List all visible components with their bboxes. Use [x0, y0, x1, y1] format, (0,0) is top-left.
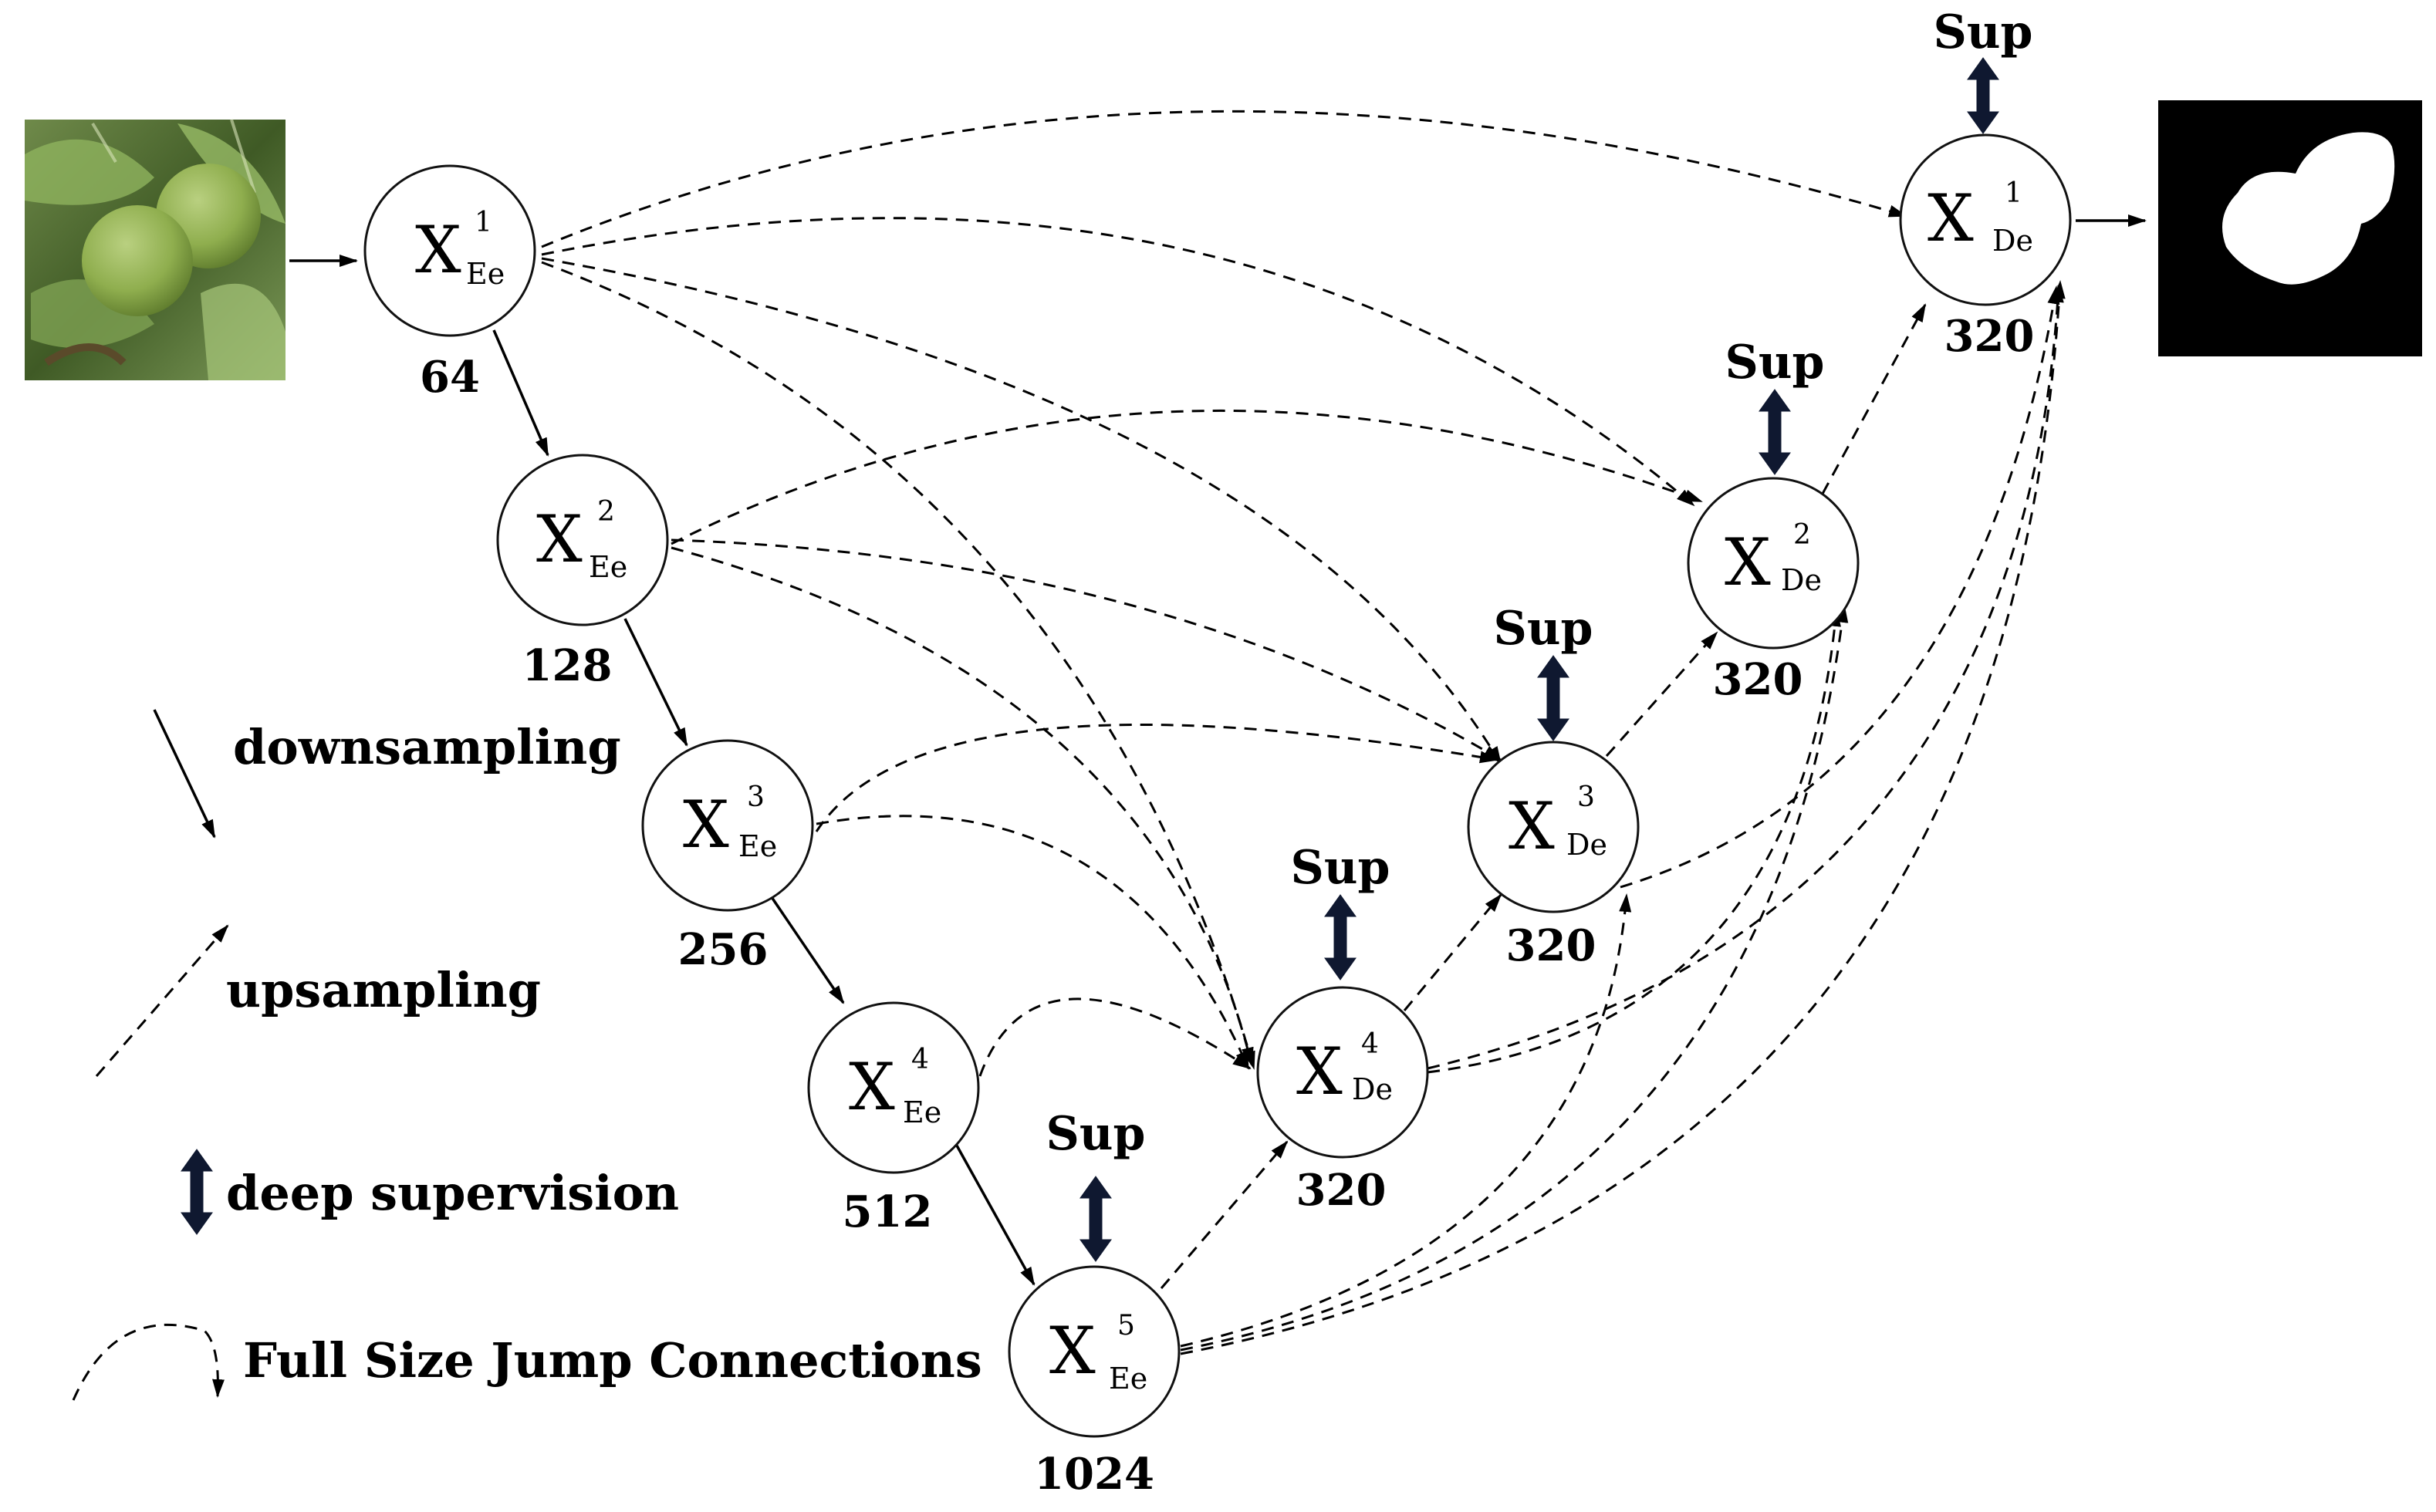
svg-text:X: X: [1049, 1313, 1096, 1389]
legend-upsampling-arrow: [95, 924, 229, 1077]
legend: downsampling upsampling deep supervision…: [72, 709, 982, 1401]
node-encoder-1: X 1 Ee 64: [363, 164, 536, 403]
svg-text:De: De: [1781, 563, 1822, 597]
jump-connections: [541, 110, 2066, 1355]
legend-jump-arrow: [72, 1324, 225, 1401]
size-label: 128: [522, 640, 613, 691]
size-label: 64: [420, 352, 480, 403]
size-label: 256: [678, 924, 769, 975]
svg-text:Ee: Ee: [903, 1095, 941, 1129]
legend-downsampling-arrow: [153, 709, 216, 839]
sup-label-d2: Sup: [1725, 336, 1825, 390]
svg-text:5: 5: [1117, 1310, 1135, 1342]
svg-text:4: 4: [1361, 1028, 1379, 1060]
node-decoder-4: X 4 De 320: [1256, 986, 1429, 1216]
output-mask: [2158, 100, 2422, 356]
size-label: 320: [1296, 1165, 1387, 1216]
node-decoder-3: X 3 De 320: [1467, 741, 1640, 971]
svg-text:X: X: [1296, 1034, 1343, 1109]
legend-upsampling: upsampling: [226, 962, 541, 1018]
svg-text:X: X: [536, 501, 583, 577]
svg-text:De: De: [1566, 828, 1607, 862]
svg-text:3: 3: [1577, 781, 1595, 813]
svg-text:De: De: [1352, 1072, 1393, 1106]
node-encoder-4: X 4 Ee 512: [807, 1001, 980, 1237]
sup-label-d3: Sup: [1494, 602, 1593, 656]
node-encoder-3: X 3 Ee 256: [641, 739, 814, 975]
svg-text:X: X: [415, 212, 461, 288]
svg-text:X: X: [683, 787, 729, 862]
svg-text:Ee: Ee: [589, 550, 627, 584]
sup-label-e5: Sup: [1046, 1107, 1146, 1161]
svg-text:X: X: [1725, 525, 1771, 600]
svg-text:Ee: Ee: [1109, 1362, 1147, 1396]
node-decoder-2: X 2 De 320: [1687, 477, 1860, 705]
sup-label-d1: Sup: [1934, 5, 2033, 59]
svg-text:X: X: [1509, 788, 1555, 864]
size-label: 320: [1506, 920, 1596, 971]
node-encoder-5: X 5 Ee 1024: [1008, 1265, 1181, 1500]
svg-text:Ee: Ee: [466, 257, 505, 291]
size-label: 512: [843, 1186, 933, 1237]
sup-label-d4: Sup: [1291, 841, 1390, 895]
size-label: 1024: [1034, 1449, 1154, 1500]
svg-text:3: 3: [747, 781, 765, 813]
svg-text:1: 1: [2005, 177, 2022, 209]
node-encoder-2: X 2 Ee 128: [496, 454, 669, 691]
supervision-arrows: [181, 57, 1999, 1262]
legend-deep-supervision: deep supervision: [226, 1165, 679, 1221]
size-label: 320: [1713, 654, 1803, 705]
svg-text:2: 2: [1793, 519, 1811, 551]
legend-jump: Full Size Jump Connections: [243, 1332, 982, 1389]
node-decoder-1: X 1 De 320: [1899, 133, 2072, 362]
legend-downsampling: downsampling: [233, 719, 621, 775]
svg-text:4: 4: [911, 1044, 929, 1075]
svg-text:2: 2: [597, 496, 615, 528]
svg-text:Ee: Ee: [738, 829, 777, 863]
svg-text:De: De: [1992, 224, 2033, 258]
input-photo: [25, 119, 285, 380]
size-label: 320: [1944, 311, 2035, 362]
svg-text:X: X: [1928, 181, 1974, 256]
svg-text:X: X: [849, 1049, 895, 1125]
svg-text:1: 1: [475, 207, 492, 238]
